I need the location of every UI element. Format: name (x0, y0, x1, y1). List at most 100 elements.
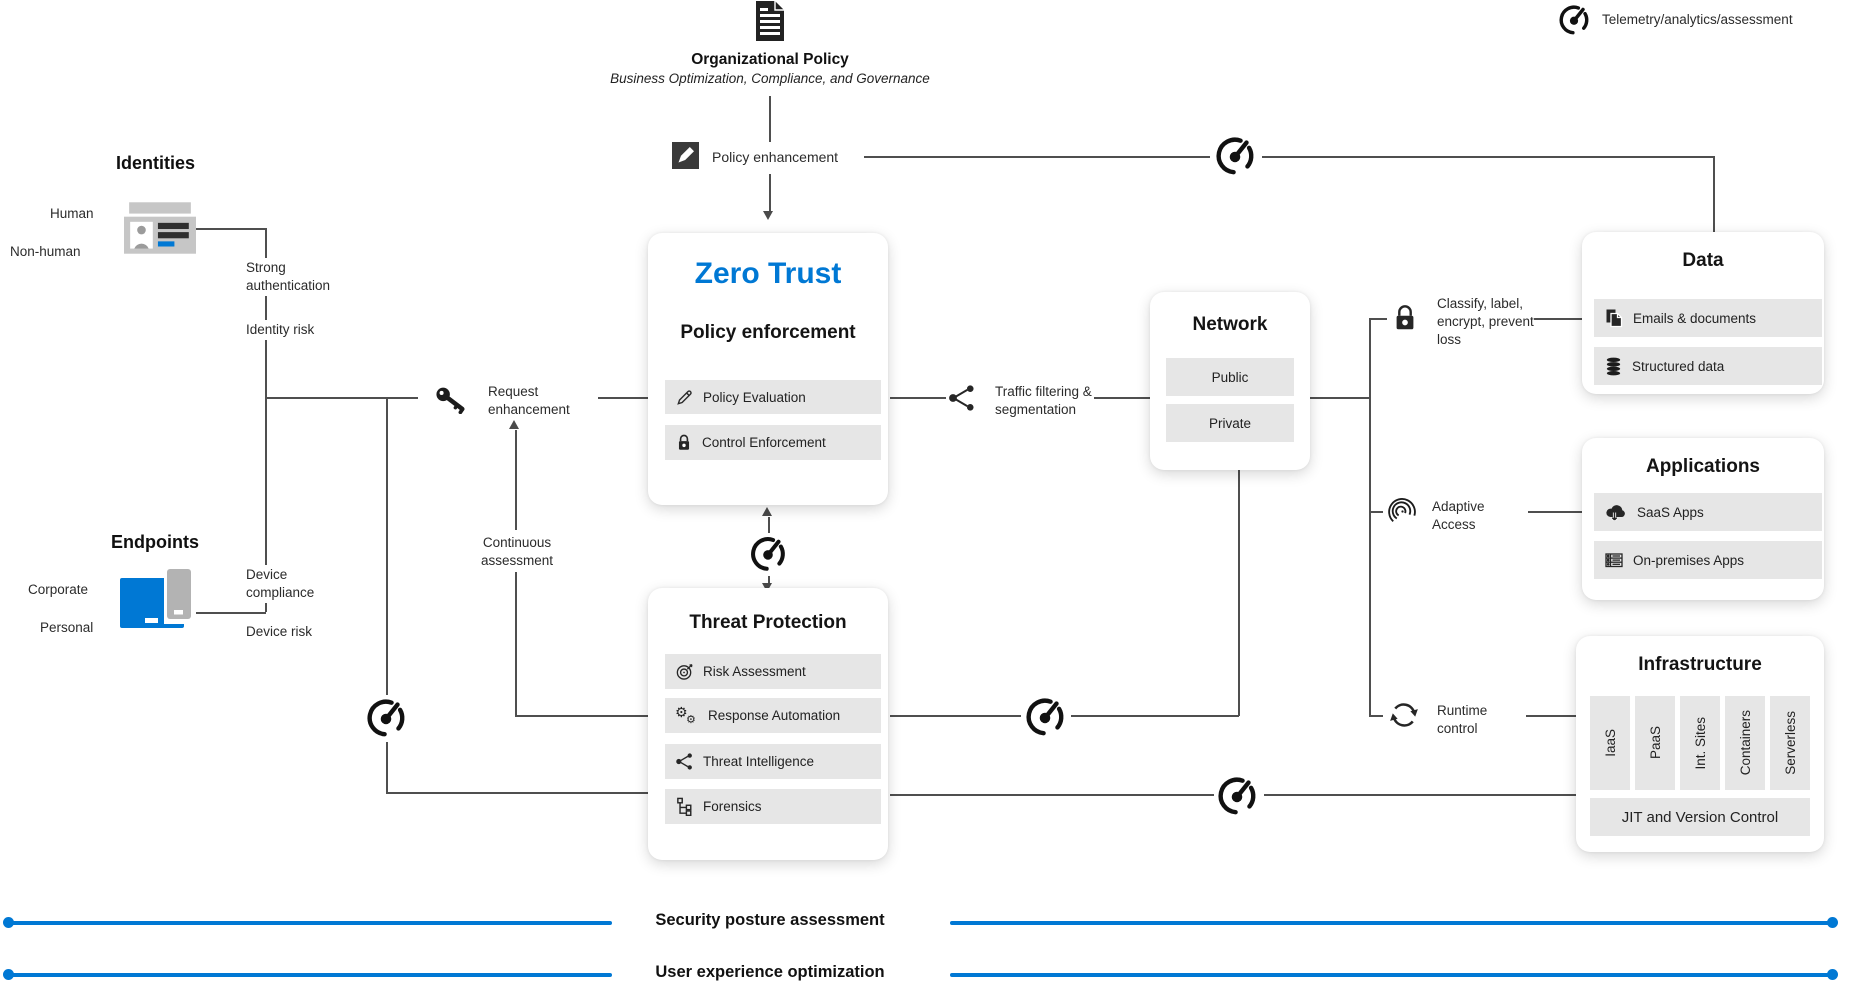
connector (1369, 318, 1387, 320)
row-label: Private (1208, 415, 1252, 431)
infra-column-iaas: IaaS (1590, 696, 1630, 790)
connector (768, 576, 770, 583)
row-label: Forensics (703, 799, 762, 814)
user-experience-line (8, 973, 612, 977)
gauge-icon (1212, 133, 1258, 179)
infrastructure-heading: Infrastructure (1638, 654, 1762, 675)
org-policy-subtitle: Business Optimization, Compliance, and G… (610, 71, 930, 86)
arrowhead-down (762, 583, 772, 592)
connector (1262, 156, 1714, 158)
connector (1071, 715, 1239, 717)
org-policy-title: Organizational Policy (691, 51, 849, 68)
control-enforcement-row: Control Enforcement (665, 425, 881, 460)
connector (196, 228, 266, 230)
line-endpoint-dot (1827, 917, 1838, 928)
document-icon (748, 0, 792, 42)
copy-documents-icon (1604, 308, 1624, 328)
connector (1094, 397, 1150, 399)
row-label: Structured data (1632, 358, 1725, 374)
fingerprint-icon (1386, 495, 1419, 528)
laptop-phone-icon (120, 566, 200, 628)
saas-apps-row: SaaS Apps (1594, 493, 1822, 531)
strong-auth-label: Strong authentication (244, 258, 356, 296)
line-endpoint-dot (3, 969, 14, 980)
connector (1369, 715, 1383, 717)
connector (1310, 397, 1369, 399)
row-label: Risk Assessment (703, 664, 806, 679)
runtime-control-label: Runtime control (1437, 703, 1488, 736)
connector (1369, 318, 1371, 716)
connector (1238, 470, 1240, 716)
lock-icon (1390, 302, 1420, 334)
connector (890, 794, 1214, 796)
lock-icon (675, 433, 693, 452)
identities-heading: Identities (116, 153, 196, 173)
network-private-row: Private (1166, 404, 1294, 442)
forensics-row: Forensics (665, 789, 881, 824)
network-public-row: Public (1166, 358, 1294, 396)
column-label: Containers (1737, 710, 1753, 776)
sync-icon (1388, 699, 1420, 731)
jit-version-control-row: JIT and Version Control (1590, 798, 1810, 836)
continuous-assessment-label: Continuous assessment (455, 533, 579, 571)
policy-enhancement-label: Policy enhancement (712, 149, 839, 165)
share-icon (675, 752, 694, 771)
policy-evaluation-row: Policy Evaluation (665, 380, 881, 414)
on-premises-apps-row: On-premises Apps (1594, 541, 1822, 579)
connector (1528, 511, 1582, 513)
user-experience-line (950, 973, 1832, 977)
row-label: SaaS Apps (1637, 504, 1704, 520)
gauge-icon (363, 695, 409, 741)
gauge-icon (1556, 2, 1592, 38)
connector (1264, 794, 1578, 796)
row-label: Policy Evaluation (703, 389, 806, 405)
column-label: Serverless (1782, 711, 1798, 775)
structured-data-row: Structured data (1594, 347, 1822, 385)
security-posture-line (8, 921, 612, 925)
forensics-tree-icon (675, 797, 694, 817)
connector (1534, 318, 1582, 320)
connector (768, 517, 770, 533)
endpoints-personal-label: Personal (40, 620, 94, 635)
risk-assessment-row: Risk Assessment (665, 654, 881, 689)
connector (515, 715, 648, 717)
target-icon (675, 662, 694, 681)
endpoints-heading: Endpoints (111, 532, 199, 552)
data-heading: Data (1682, 250, 1724, 271)
gauge-icon (1214, 773, 1260, 819)
column-label: Int. Sites (1692, 716, 1708, 770)
arrowhead-up (762, 507, 772, 516)
applications-heading: Applications (1645, 456, 1760, 477)
edit-box-icon (672, 142, 699, 169)
gauge-icon (747, 533, 789, 575)
connector (515, 430, 517, 530)
identities-human-label: Human (50, 206, 94, 221)
device-compliance-label: Device compliance (244, 565, 356, 603)
connector (265, 228, 267, 612)
id-card-icon (124, 202, 196, 254)
row-label: JIT and Version Control (1621, 808, 1779, 826)
gauge-icon (1022, 694, 1068, 740)
infra-column-serverless: Serverless (1770, 696, 1810, 790)
classify-label: Classify, label, encrypt, prevent loss (1437, 296, 1534, 347)
arrowhead-down (763, 211, 773, 220)
identity-risk-label: Identity risk (244, 320, 356, 340)
key-icon (434, 386, 468, 415)
connector (265, 397, 418, 399)
security-posture-label: Security posture assessment (655, 911, 885, 929)
connector (386, 397, 388, 695)
telemetry-legend-label: Telemetry/analytics/assessment (1602, 12, 1793, 27)
security-posture-line (950, 921, 1832, 925)
connector (598, 397, 648, 399)
network-heading: Network (1192, 314, 1268, 335)
connector (386, 742, 388, 793)
response-automation-row: ⚙⚙ Response Automation (665, 698, 881, 733)
gears-icon: ⚙⚙ (675, 704, 696, 726)
row-label: Threat Intelligence (703, 754, 815, 769)
endpoints-corporate-label: Corporate (28, 582, 89, 597)
pencil-icon (675, 388, 694, 407)
connector (864, 156, 1210, 158)
zero-trust-title: Zero Trust (694, 257, 842, 290)
connector (386, 792, 648, 794)
